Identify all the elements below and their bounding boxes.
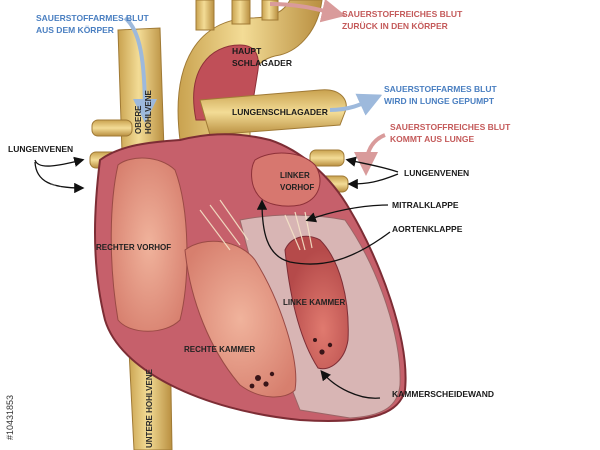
- svg-text:fotolia: fotolia: [9, 160, 78, 219]
- label-pulmonary-veins-left: LUNGENVENEN: [8, 144, 73, 154]
- label-pulmonary-veins-right: LUNGENVENEN: [404, 168, 469, 178]
- red-arrow-from-lung: [354, 133, 386, 176]
- leader-septum: [320, 369, 381, 399]
- label-aortic-valve: AORTENKLAPPE: [392, 224, 463, 234]
- leader-pulmonary-veins-right-1: [345, 156, 399, 173]
- label-oxy-from-lung: SAUERSTOFFREICHES BLUT KOMMT AUS LUNGE: [390, 122, 513, 144]
- left-atrium-shape: [251, 152, 321, 207]
- label-superior-vena-cava: OBERE HOHLVENE: [134, 89, 153, 134]
- label-right-ventricle: RECHTE KAMMER: [184, 345, 255, 354]
- leader-pulmonary-veins-right-2: [347, 173, 399, 190]
- label-aorta: HAUPT SCHLAGADER: [232, 46, 292, 68]
- label-inferior-vena-cava: UNTERE HOHLVENE: [145, 368, 154, 448]
- leader-aortic-valve: [256, 199, 391, 265]
- label-left-atrium: LINKER VORHOF: [280, 171, 314, 192]
- right-atrium-shape: [110, 157, 188, 332]
- label-mitral-valve: MITRALKLAPPE: [392, 200, 459, 210]
- blue-arrow-from-body: [123, 16, 157, 123]
- label-septum: KAMMERSCHEIDEWAND: [392, 389, 494, 399]
- leader-pulmonary-veins-left-1: [34, 156, 85, 167]
- right-ventricle-shape: [184, 240, 297, 398]
- svg-text:fotolia: fotolia: [49, 365, 118, 424]
- label-oxy-to-body: SAUERSTOFFREICHES BLUT ZURÜCK IN DEN KÖR…: [342, 9, 465, 31]
- left-ventricle-shape: [284, 235, 349, 370]
- label-left-ventricle: LINKE KAMMER: [283, 298, 345, 307]
- leader-mitral-valve: [305, 204, 389, 223]
- pulmonary-vein-right-1: [309, 149, 345, 167]
- label-deoxy-from-body: SAUERSTOFFARMES BLUT AUS DEM KÖRPER: [36, 13, 151, 35]
- image-id-text: #10431853: [5, 395, 15, 440]
- heart-illustration: [89, 0, 407, 450]
- blue-arrow-to-lung: [329, 93, 383, 116]
- leader-lines: [34, 156, 399, 399]
- label-deoxy-to-lung: SAUERSTOFFARMES BLUT WIRD IN LUNGE GEPUM…: [384, 84, 499, 106]
- label-right-atrium: RECHTER VORHOF: [96, 243, 171, 252]
- labels: SAUERSTOFFARMES BLUT AUS DEM KÖRPER SAUE…: [5, 9, 513, 448]
- pulmonary-artery-shape: [199, 89, 347, 136]
- red-arrow-to-body: [269, 0, 346, 23]
- svg-text:fotolia: fotolia: [459, 375, 528, 434]
- label-pulmonary-artery: LUNGENSCHLAGADER: [232, 107, 328, 117]
- leader-pulmonary-veins-left-2: [34, 161, 85, 194]
- pulmonary-vein-left-1: [91, 119, 133, 137]
